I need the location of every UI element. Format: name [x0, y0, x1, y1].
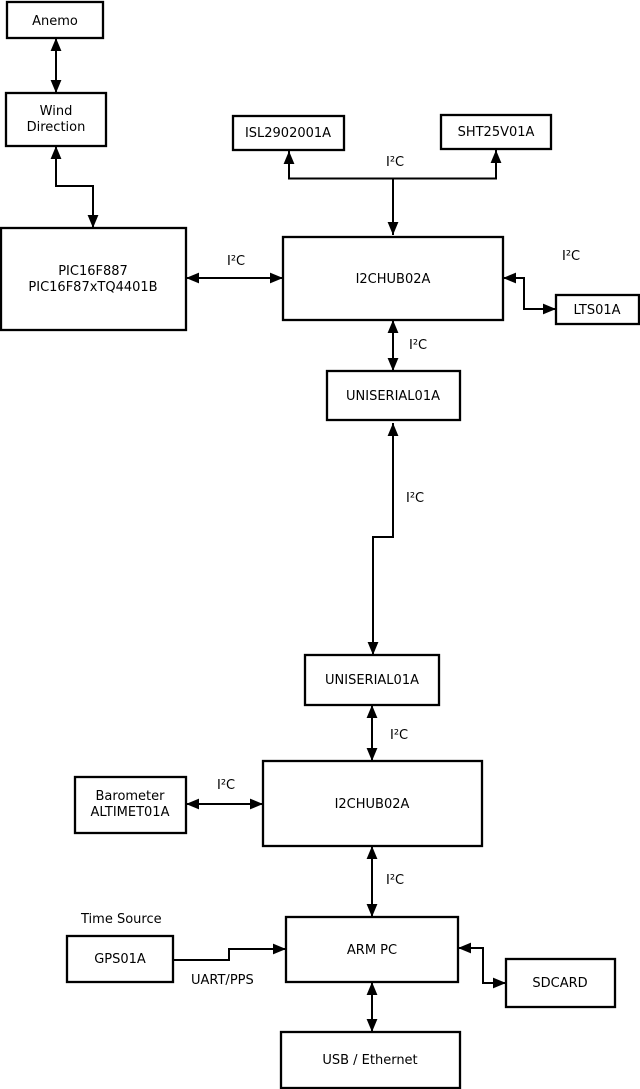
node-uniserial01a-2-label: UNISERIAL01A — [325, 673, 419, 688]
node-i2chub02a-1-box — [281, 235, 505, 322]
label-i2c-hub1-uniserial1: I²C — [409, 338, 427, 353]
node-anemo-box — [5, 0, 105, 40]
node-sht25v01a-box — [439, 113, 553, 151]
node-arm-pc-box — [284, 915, 460, 984]
node-i2chub02a-2-label: I2CHUB02A — [335, 797, 410, 812]
node-isl2902001a-box — [231, 114, 346, 152]
node-sht25v01a-label: SHT25V01A — [458, 125, 535, 140]
node-lts01a-label: LTS01A — [573, 303, 620, 318]
node-sdcard-box — [504, 957, 617, 1009]
node-usb-ethernet-box — [279, 1030, 462, 1089]
node-wind-direction-label-line2: Direction — [27, 120, 86, 135]
label-i2c-sensors: I²C — [386, 155, 404, 170]
node-sdcard-label: SDCARD — [532, 976, 587, 991]
label-i2c-pic-hub1: I²C — [227, 254, 245, 269]
edge-gps-armpc — [173, 943, 286, 961]
label-i2c-hub2-armpc: I²C — [386, 873, 404, 888]
label-i2c-uniserial-link: I²C — [406, 491, 424, 506]
node-barometer-label-line2: ALTIMET01A — [91, 805, 170, 820]
node-i2chub02a-2-box — [261, 759, 484, 848]
edge-hub1-lts — [503, 272, 556, 315]
node-uniserial01a-2-box — [303, 653, 441, 707]
label-i2c-hub1-lts: I²C — [562, 249, 580, 264]
node-pic16f887-box — [0, 226, 188, 332]
node-barometer-label-line1: Barometer — [96, 789, 166, 804]
label-uart-pps: UART/PPS — [191, 973, 254, 988]
node-arm-pc-label: ARM PC — [347, 943, 397, 958]
node-wind-direction-label-line1: Wind — [40, 104, 73, 119]
label-i2c-barometer-hub2: I²C — [217, 778, 235, 793]
node-pic16f887-label-line1: PIC16F887 — [58, 264, 128, 279]
edge-uniserial1-uniserial2 — [367, 423, 399, 655]
node-uniserial01a-1-box — [325, 369, 462, 422]
node-lts01a-box — [554, 293, 640, 326]
edge-armpc-sdcard — [458, 942, 506, 989]
node-i2chub02a-1-label: I2CHUB02A — [356, 272, 431, 287]
node-isl2902001a-label: ISL2902001A — [245, 126, 331, 141]
node-gps01a-box — [65, 934, 175, 984]
node-anemo-label: Anemo — [32, 14, 78, 29]
node-pic16f887-label-line2: PIC16F87xTQ4401B — [28, 280, 157, 295]
label-i2c-uniserial2-hub2: I²C — [390, 728, 408, 743]
label-time-source: Time Source — [80, 912, 162, 927]
edge-wind-direction-pic — [50, 146, 99, 228]
node-barometer-box — [73, 775, 188, 835]
node-usb-ethernet-label: USB / Ethernet — [322, 1053, 417, 1068]
node-uniserial01a-1-label: UNISERIAL01A — [346, 389, 440, 404]
node-wind-direction-box — [4, 91, 108, 148]
node-gps01a-label: GPS01A — [94, 952, 146, 967]
